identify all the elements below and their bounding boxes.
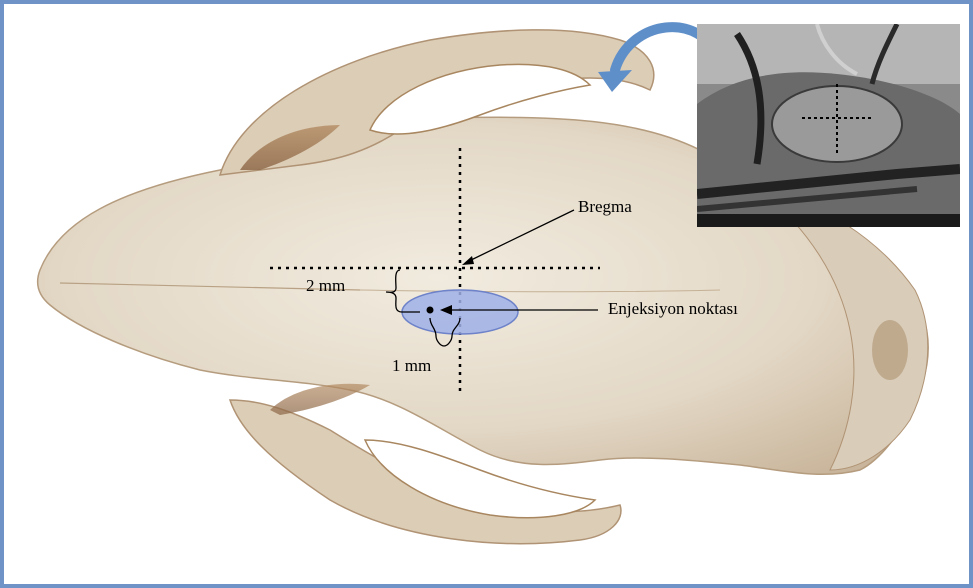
bregma-label: Bregma — [578, 198, 632, 215]
surgical-photo-inset — [697, 24, 960, 227]
distance-2mm-label: 2 mm — [306, 277, 345, 294]
injection-point-label: Enjeksiyon noktası — [608, 300, 738, 317]
distance-1mm-label: 1 mm — [392, 357, 431, 374]
bulla-shadow — [872, 320, 908, 380]
injection-point-dot — [427, 307, 434, 314]
arch-shadow-lower — [270, 384, 370, 415]
